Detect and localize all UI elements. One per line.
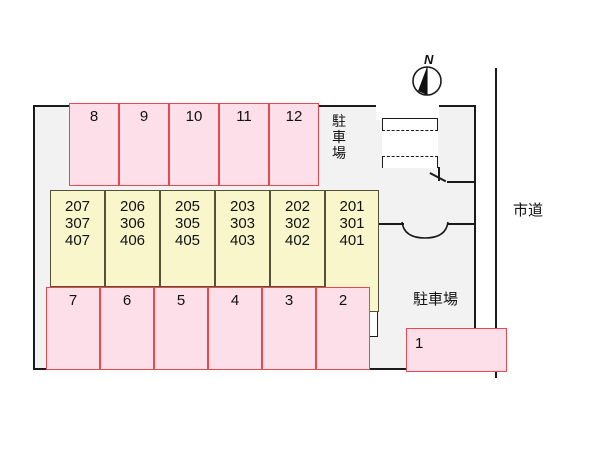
parking-stall-9[interactable]: 9 [119, 103, 169, 186]
driveway-edge-left [376, 223, 404, 225]
entry-notch-edge [438, 167, 440, 181]
unit-floor2: 203 [229, 198, 256, 215]
entry-recess [376, 105, 439, 120]
unit-floor2: 202 [284, 198, 311, 215]
parking-label-bottom: 駐車場 [413, 291, 459, 308]
unit-floor3: 307 [64, 215, 91, 232]
road-label: 市道 [513, 202, 544, 219]
unit-floor4: 401 [339, 232, 365, 249]
stall-number: 8 [89, 108, 99, 125]
unit-floor3: 301 [339, 215, 365, 232]
parking-stall-8[interactable]: 8 [69, 103, 119, 186]
unit-column-202-302-402[interactable]: 202 302 402 [270, 190, 325, 287]
stall-number: 7 [68, 292, 78, 309]
stall-number: 2 [338, 292, 348, 309]
stall-number: 10 [185, 108, 203, 125]
unit-column-207-307-407[interactable]: 207 307 407 [50, 190, 105, 287]
unit-floor3: 302 [284, 215, 311, 232]
compass-needle-icon [412, 66, 442, 96]
entry-notch-base [447, 181, 476, 183]
parking-stall-12[interactable]: 12 [269, 103, 319, 186]
unit-floor4: 405 [174, 232, 201, 249]
unit-floor3: 303 [229, 215, 256, 232]
unit-floor3: 306 [119, 215, 146, 232]
stall-number: 6 [122, 292, 132, 309]
road-boundary-line [495, 68, 497, 378]
north-label: N [424, 52, 434, 67]
stall-number: 3 [284, 292, 294, 309]
unit-floor4: 406 [119, 232, 146, 249]
parking-stall-3[interactable]: 3 [262, 287, 316, 370]
compass-rose: N [408, 52, 446, 97]
unit-floor2: 206 [119, 198, 146, 215]
stall-number: 12 [285, 108, 303, 125]
parking-label-char-2: 車 [332, 129, 346, 145]
stall-number: 5 [176, 292, 186, 309]
parking-stall-2[interactable]: 2 [316, 287, 370, 370]
parking-stall-1[interactable]: 1 [406, 328, 507, 372]
parking-stall-7[interactable]: 7 [46, 287, 100, 370]
unit-floor4: 407 [64, 232, 91, 249]
unit-column-206-306-406[interactable]: 206 306 406 [105, 190, 160, 287]
unit-floor4: 403 [229, 232, 256, 249]
stall-number: 4 [230, 292, 240, 309]
unit-floor2: 205 [174, 198, 201, 215]
parking-label-char-1: 駐 [332, 113, 346, 129]
unit-floor4: 402 [284, 232, 311, 249]
stall-number: 9 [139, 108, 149, 125]
stall-number: 1 [415, 335, 424, 352]
unit-column-205-305-405[interactable]: 205 305 405 [160, 190, 215, 287]
unit-floor3: 305 [174, 215, 201, 232]
entrance-dashed-zone [382, 130, 438, 157]
unit-column-203-303-403[interactable]: 203 303 403 [215, 190, 270, 287]
parking-stall-5[interactable]: 5 [154, 287, 208, 370]
driveway-curve-icon [401, 221, 449, 239]
parking-label-char-3: 場 [332, 145, 346, 161]
parking-stall-4[interactable]: 4 [208, 287, 262, 370]
unit-floor2: 207 [64, 198, 91, 215]
driveway-edge-right [447, 223, 476, 225]
stall-number: 11 [236, 108, 252, 125]
parking-stall-6[interactable]: 6 [100, 287, 154, 370]
parking-label-top: 駐 車 場 [329, 113, 349, 161]
parking-stall-11[interactable]: 11 [219, 103, 269, 186]
parking-stall-10[interactable]: 10 [169, 103, 219, 186]
unit-floor2: 201 [339, 198, 365, 215]
